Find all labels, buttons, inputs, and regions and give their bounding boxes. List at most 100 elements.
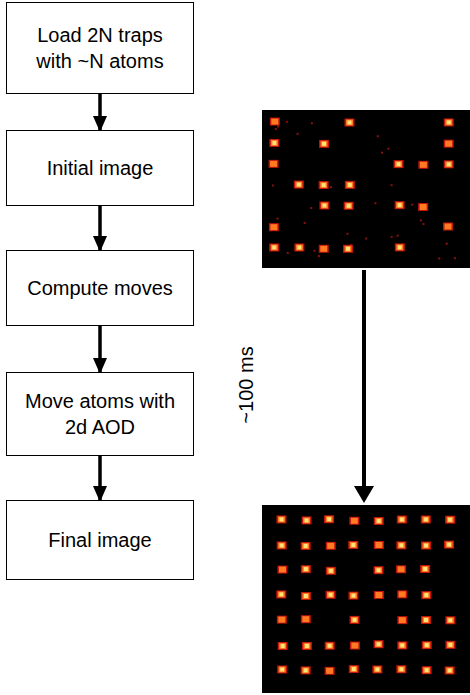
atom-core [345, 246, 352, 252]
time-label: ~100 ms [235, 346, 258, 423]
atom-center [424, 517, 428, 521]
atom-center [447, 162, 451, 166]
atom-center [351, 594, 355, 598]
atom-core [375, 518, 382, 524]
atom-center [346, 247, 350, 251]
noise-speck [423, 223, 425, 225]
atom-halo [422, 641, 432, 649]
atom-center [347, 204, 351, 208]
atom-halo [395, 201, 405, 209]
noise-speck [272, 184, 274, 186]
atom-core [326, 516, 333, 522]
atom-center [377, 642, 381, 646]
atom-halo [397, 641, 407, 649]
atom-center [272, 141, 276, 145]
final-atom-image [262, 505, 470, 693]
atom-center [272, 245, 276, 249]
atom-halo [348, 592, 358, 600]
atom-halo [302, 642, 312, 650]
noise-speck [365, 237, 367, 239]
atom-halo [374, 591, 384, 599]
noise-speck [347, 233, 349, 235]
atom-halo [269, 160, 279, 168]
atom-center [353, 618, 357, 622]
atom-core [445, 141, 452, 147]
atom-core [351, 617, 358, 623]
atom-halo [395, 243, 405, 251]
noise-speck [397, 235, 399, 237]
atom-center [377, 568, 381, 572]
atom-halo [397, 616, 407, 624]
atom-core [396, 244, 403, 250]
atom-core [270, 224, 277, 230]
noise-speck [310, 207, 312, 209]
process-box: Move atoms with 2d AOD [6, 372, 194, 456]
atom-halo [325, 642, 335, 650]
atom-center [322, 183, 326, 187]
atom-core [422, 516, 429, 522]
atom-core [351, 518, 358, 524]
atom-halo [301, 615, 311, 623]
atom-core [445, 223, 452, 229]
atom-center [279, 592, 283, 596]
noise-speck [277, 126, 279, 128]
atom-halo [319, 140, 329, 148]
atom-halo [349, 517, 359, 525]
atom-center [297, 245, 301, 249]
atom-center [399, 543, 403, 547]
atom-halo [276, 590, 286, 598]
atom-core [302, 566, 309, 572]
noise-speck [446, 243, 448, 245]
atom-core [302, 593, 309, 599]
noise-speck [438, 257, 440, 259]
atom-center [425, 668, 429, 672]
noise-speck [311, 122, 313, 124]
noise-speck [276, 218, 278, 220]
atom-core [350, 666, 357, 672]
atom-core [399, 617, 406, 623]
atom-core [279, 643, 286, 649]
atom-core [326, 643, 333, 649]
atom-core [271, 140, 278, 146]
box-text: Move atoms with 2d AOD [23, 388, 177, 440]
atom-center [424, 593, 428, 597]
atom-halo [374, 640, 384, 648]
atom-center [328, 644, 332, 648]
atom-core [375, 592, 382, 598]
noise-speck [454, 257, 456, 259]
atom-core [303, 517, 310, 523]
atom-halo [349, 665, 359, 673]
atom-halo [443, 222, 453, 230]
atom-halo [301, 542, 311, 550]
atom-core [346, 182, 353, 188]
atom-core [447, 642, 454, 648]
atom-core [321, 203, 328, 209]
atom-halo [397, 590, 407, 598]
atom-dots [269, 118, 456, 675]
atom-halo [374, 517, 384, 525]
atom-halo [319, 245, 329, 253]
atom-core [295, 182, 302, 188]
atom-core [445, 119, 452, 125]
atom-center [348, 121, 352, 125]
atom-center [424, 618, 428, 622]
atom-halo [276, 515, 286, 523]
atom-center [304, 567, 308, 571]
atom-center [448, 618, 452, 622]
noise-speck [374, 202, 376, 204]
atom-halo [396, 565, 406, 573]
atom-halo [444, 118, 454, 126]
atom-core [271, 119, 278, 125]
atom-core [321, 141, 328, 147]
atom-halo [374, 541, 384, 549]
atom-halo [421, 591, 431, 599]
atom-core [374, 666, 381, 672]
atom-core [320, 182, 327, 188]
atom-halo [372, 665, 382, 673]
noise-speck [381, 152, 383, 154]
atom-core [395, 161, 402, 167]
atom-center [281, 644, 285, 648]
atom-halo [294, 243, 304, 251]
atom-core [270, 161, 277, 167]
